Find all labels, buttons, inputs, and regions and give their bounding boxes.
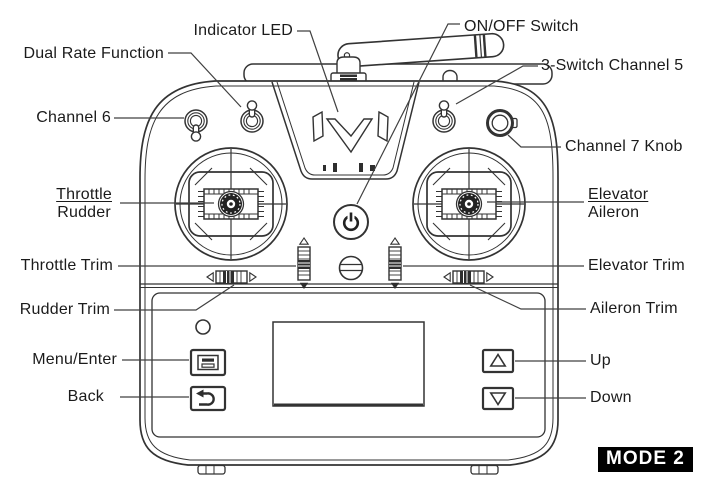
back-button [189,385,227,412]
leader-channel-5 [455,65,538,105]
lcd-screen [272,321,425,407]
leader-on-off [356,23,460,205]
label-throttle: Throttle [56,186,112,203]
logo-inset-panel [271,81,420,180]
label-elevator-trim: Elevator Trim [588,257,685,274]
feet [197,464,499,475]
label-channel-7-knob: Channel 7 Knob [565,138,683,155]
power-button [333,204,369,240]
label-elevator: Elevator [588,186,649,203]
indicator-leds [323,163,375,172]
down-button [481,386,515,411]
label-3-switch-channel-5: 3-Switch Channel 5 [541,57,684,74]
leader-indicator-led [297,30,339,113]
leader-channel-7 [507,134,561,148]
logo-chevron-icon [312,110,389,154]
right-stick-gimbal [412,147,526,261]
label-channel-6: Channel 6 [36,109,111,126]
label-on-off-switch: ON/OFF Switch [464,18,579,35]
label-aileron: Aileron [588,204,640,221]
label-dual-rate-function: Dual Rate Function [23,45,164,62]
up-button [481,348,515,374]
label-down: Down [590,389,632,406]
mode-badge: MODE 2 [598,447,693,472]
adjustment-screw [338,255,364,281]
menu-enter-button [189,348,227,377]
leader-dual-rate [168,52,242,108]
channel-7-knob [486,109,518,137]
leader-rudder-trim [114,284,235,311]
left-stick-gimbal [174,147,288,261]
lower-panel [151,292,546,438]
triangle-down-icon [489,392,507,407]
leader-aileron-trim [469,284,586,310]
label-rudder-trim: Rudder Trim [19,301,110,318]
leader-lines [114,23,586,399]
antenna-pivot [336,56,361,75]
label-up: Up [590,352,611,369]
label-rudder: Rudder [57,204,111,221]
antenna [330,32,505,83]
status-led-dot [195,319,211,335]
label-throttle-trim: Throttle Trim [20,257,113,274]
triangle-up-icon [489,352,507,367]
label-menu-enter: Menu/Enter [32,351,117,368]
label-aileron-trim: Aileron Trim [590,300,678,317]
label-throttle-rudder: Throttle Rudder [56,186,112,222]
label-indicator-led: Indicator LED [193,22,293,39]
power-icon [342,212,360,232]
return-arrow-icon [196,389,215,406]
label-elevator-aileron: Elevator Aileron [588,186,648,222]
label-back: Back [67,388,104,405]
menu-lines-icon [197,354,219,371]
